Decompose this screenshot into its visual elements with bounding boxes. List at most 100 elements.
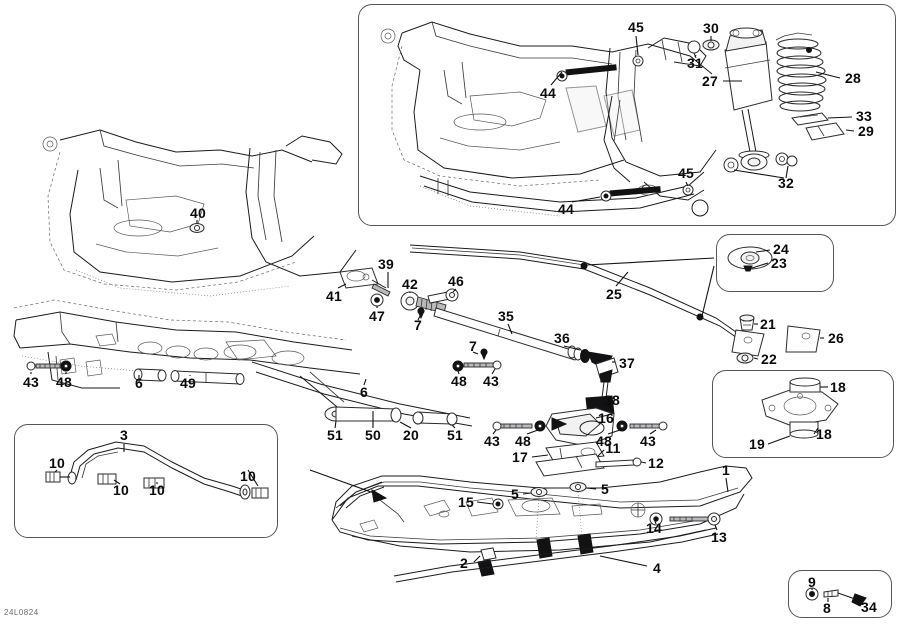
clip-7-a	[417, 307, 425, 320]
bolt-43-left	[26, 361, 71, 371]
bolt-43-c	[492, 421, 533, 431]
ball-joint-37	[587, 351, 619, 383]
callout-2: 2	[460, 555, 468, 571]
callout-12: 12	[648, 455, 664, 471]
callout-16: 16	[598, 410, 614, 426]
nut-30	[702, 39, 720, 51]
nut-48-c	[534, 420, 546, 432]
bushing-6-left	[133, 368, 167, 382]
nut-22	[736, 352, 754, 364]
panel-fastener	[788, 570, 892, 618]
callout-18a: 18	[830, 379, 846, 395]
callout-41: 41	[326, 288, 342, 304]
callout-46: 46	[448, 273, 464, 289]
frame-assembly-artwork	[380, 21, 717, 217]
callout-43b: 43	[23, 374, 39, 390]
washer-47	[370, 293, 384, 307]
bolt-43-d	[629, 421, 668, 431]
shock-absorber-artwork	[687, 27, 855, 179]
coil-spring-28	[776, 38, 827, 112]
callout-36: 36	[554, 330, 570, 346]
callout-10c: 10	[149, 482, 165, 498]
bolt-44-lower	[600, 186, 661, 202]
callout-44b: 44	[558, 201, 574, 217]
callout-6a: 6	[135, 375, 143, 391]
callout-13: 13	[711, 529, 727, 545]
fastener-inset-artwork	[805, 587, 867, 607]
bolt-13	[669, 512, 721, 526]
callout-18b: 18	[816, 426, 832, 442]
washer-45-lower	[682, 184, 694, 196]
callout-44a: 44	[540, 85, 556, 101]
bolt-21	[739, 314, 755, 331]
callout-3: 3	[120, 427, 128, 443]
callout-23: 23	[771, 255, 787, 271]
callout-30: 30	[703, 20, 719, 36]
bushing-31	[687, 40, 701, 59]
callout-7a: 7	[414, 317, 422, 333]
callout-10b: 10	[113, 482, 129, 498]
callout-15: 15	[458, 494, 474, 510]
ski-artwork	[309, 465, 753, 583]
spindle-inset-artwork	[761, 377, 839, 445]
callout-24: 24	[773, 241, 789, 257]
callout-22: 22	[761, 351, 777, 367]
nut-40	[189, 223, 205, 233]
bolt-44-upper	[556, 64, 617, 82]
callout-43c: 43	[484, 433, 500, 449]
nut-48-d	[616, 420, 628, 432]
callout-48b: 48	[56, 374, 72, 390]
drawing-code: 24L0824	[4, 608, 39, 617]
callout-43d: 43	[640, 433, 656, 449]
panel-frame-shock	[358, 4, 896, 226]
panel-bushing	[716, 234, 834, 292]
callout-10d: 10	[240, 468, 256, 484]
bolt-43-a	[463, 360, 502, 370]
callout-25: 25	[606, 286, 622, 302]
panel-sway-bar	[14, 424, 278, 538]
nut-48-left	[60, 360, 72, 372]
callout-5a: 5	[511, 486, 519, 502]
callout-14: 14	[646, 520, 662, 536]
clamp-10-d	[251, 487, 269, 499]
callout-28: 28	[845, 70, 861, 86]
screw-5-a	[530, 487, 548, 497]
sway-bar-inset-artwork	[45, 441, 269, 500]
callout-4: 4	[653, 560, 661, 576]
callout-39: 39	[378, 256, 394, 272]
clamp-10-b	[97, 473, 117, 485]
callout-19: 19	[749, 436, 765, 452]
callout-20: 20	[403, 427, 419, 443]
callout-9: 9	[808, 574, 816, 590]
screw-15	[492, 498, 504, 510]
callout-35: 35	[498, 308, 514, 324]
cover-11	[535, 453, 605, 477]
callout-1: 1	[722, 462, 730, 478]
callout-21: 21	[760, 316, 776, 332]
callout-37: 37	[619, 355, 635, 371]
callout-10a: 10	[49, 455, 65, 471]
screw-5-b	[569, 482, 587, 492]
callout-45a: 45	[628, 19, 644, 35]
callout-27: 27	[702, 73, 718, 89]
callout-34: 34	[861, 599, 877, 615]
bushing-inset-artwork	[727, 246, 773, 272]
callout-45b: 45	[678, 165, 694, 181]
callout-48d: 48	[596, 433, 612, 449]
callout-7b: 7	[469, 338, 477, 354]
sway-bar-25	[409, 244, 824, 364]
callout-32: 32	[778, 175, 794, 191]
washer-14	[649, 512, 663, 526]
callout-51b: 51	[447, 427, 463, 443]
callout-47: 47	[369, 308, 385, 324]
callout-48c: 48	[515, 433, 531, 449]
pin-12	[595, 457, 642, 468]
callout-49: 49	[180, 375, 196, 391]
callout-31: 31	[687, 55, 703, 71]
nut-48-a	[452, 360, 464, 372]
callout-11: 11	[605, 440, 621, 456]
shaft-49	[170, 370, 245, 385]
callout-51a: 51	[327, 427, 343, 443]
callout-38: 38	[604, 392, 620, 408]
callout-17: 17	[512, 449, 528, 465]
